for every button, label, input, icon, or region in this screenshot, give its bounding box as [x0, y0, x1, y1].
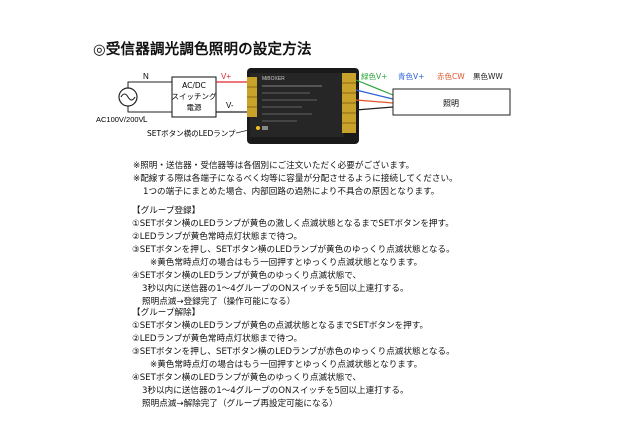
green-wire	[355, 79, 394, 96]
black-wire	[355, 106, 394, 111]
l-wire	[127, 106, 172, 113]
controller-device: MiBOXER	[247, 68, 359, 144]
green-wire-label: 緑色V+	[361, 71, 387, 81]
group-register-section: 【グループ登録】 ①SETボタン横のLEDランプが黄色の激しく点滅状態となるまで…	[132, 205, 455, 309]
blue-wire-label: 青色V+	[398, 71, 424, 81]
group-register-heading: 【グループ登録】	[132, 206, 201, 216]
psu-line-2: スイッチング	[172, 91, 217, 101]
register-step-1: ①SETボタン横のLEDランプが黄色の激しく点滅状態となるまでSETボタンを押す…	[132, 219, 454, 229]
device-brand: MiBOXER	[262, 76, 285, 82]
note-3: 1つの端子にまとめた場合、内部回路の過熱により不具合の原因となります。	[143, 187, 440, 197]
note-2: ※配線する際は各端子になるべく均等に容量が分配させるように接続してください。	[133, 174, 458, 184]
light-label: 照明	[443, 99, 459, 108]
register-step-4b: 3秒以内に送信器の1～4グループのONスイッチを5回以上連打する。	[142, 284, 409, 294]
psu-line-1: AC/DC	[182, 81, 206, 90]
release-step-4b: 3秒以内に送信器の1～4グループのONスイッチを5回以上連打する。	[142, 386, 409, 396]
set-button	[262, 126, 268, 130]
orange-wire	[355, 99, 394, 104]
page-title: ◎受信器調光調色照明の設定方法	[93, 42, 312, 58]
v-minus-label: V-	[226, 101, 234, 110]
release-step-3-note: ※黄色常時点灯の場合はもう一回押すとゆっくり点滅状態となります。	[150, 360, 423, 370]
group-release-section: 【グループ解除】 ①SETボタン横のLEDランプが黄色の点滅状態となるまでSET…	[132, 307, 455, 411]
n-wire	[127, 81, 172, 88]
black-wire-label: 黒色WW	[473, 71, 503, 81]
psu-line-3: 電源	[187, 103, 202, 112]
psu-box	[171, 76, 217, 118]
set-arrow	[235, 128, 254, 134]
register-step-4: ④SETボタン横のLEDランプが黄色のゆっくり点滅状態で、	[132, 271, 362, 281]
set-led	[256, 126, 260, 130]
group-release-heading: 【グループ解除】	[132, 308, 201, 318]
register-step-2: ②LEDランプが黄色常時点灯状態まで待つ。	[132, 232, 303, 242]
orange-wire-label: 赤色CW	[437, 71, 465, 81]
release-step-3: ③SETボタンを押し、SETボタン横のLEDランプが赤色のゆっくり点滅状態となる…	[132, 347, 455, 357]
register-step-3-note: ※黄色常時点灯の場合はもう一回押すとゆっくり点滅状態となります。	[150, 258, 423, 268]
release-step-4: ④SETボタン横のLEDランプが黄色のゆっくり点滅状態で、	[132, 373, 362, 383]
v-plus-label: V+	[221, 72, 231, 81]
n-label: N	[143, 72, 149, 81]
blue-wire	[355, 89, 394, 100]
l-label: L	[143, 115, 148, 124]
release-step-1: ①SETボタン横のLEDランプが黄色の点滅状態となるまでSETボタンを押す。	[132, 321, 429, 331]
set-led-label: SETボタン横のLEDランプ	[147, 128, 236, 138]
note-1: ※照明・送信器・受信器等は各個別にご注文いただく必要がございます。	[133, 161, 415, 171]
register-result: 照明点滅→登録完了（操作可能になる）	[142, 297, 296, 307]
wiring-diagram: N L AC100V/200V AC/DC スイッチング 電源 V+ V- Mi…	[96, 68, 511, 144]
release-result: 照明点滅→解除完了（グループ再設定可能になる）	[142, 399, 338, 409]
power-label: AC100V/200V	[96, 115, 144, 124]
release-step-2: ②LEDランプが黄色常時点灯状態まで待つ。	[132, 334, 303, 344]
light-box	[392, 88, 511, 116]
register-step-3: ③SETボタンを押し、SETボタン横のLEDランプが黄色のゆっくり点滅状態となる…	[132, 245, 455, 255]
notes: ※照明・送信器・受信器等は各個別にご注文いただく必要がございます。 ※配線する際…	[133, 160, 458, 199]
